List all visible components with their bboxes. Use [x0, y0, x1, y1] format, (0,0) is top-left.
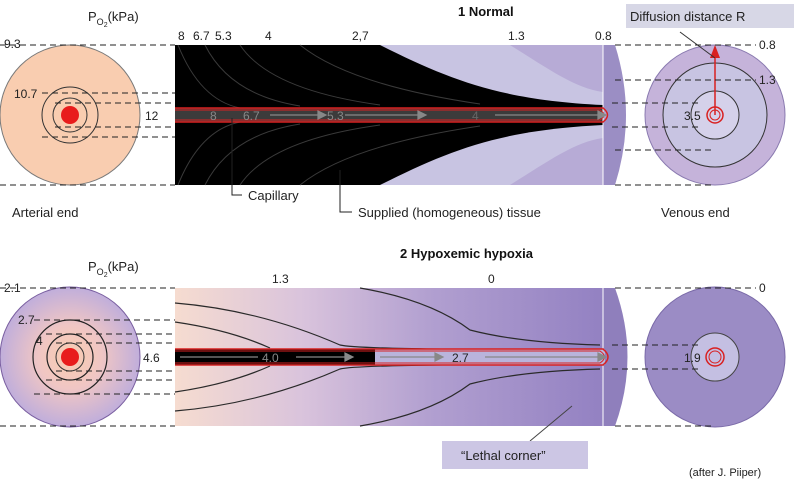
capillary-label: Capillary — [248, 188, 299, 203]
tissue-label: Supplied (homogeneous) tissue — [358, 205, 541, 220]
normal-cap-value-1: 12 — [145, 109, 159, 123]
hypoxia-cap-value-3: 2.7 — [452, 351, 469, 365]
hypoxia-scale-2: 0 — [488, 272, 495, 286]
normal-arterial-value-1: 9.3 — [4, 37, 21, 51]
normal-scale-3: 5.3 — [215, 29, 232, 43]
hypoxia-po2-axis-title: PO2(kPa) — [88, 259, 139, 279]
hypoxia-endcap — [603, 288, 628, 426]
normal-scale-2: 6.7 — [193, 29, 210, 43]
normal-panel: 1 Normal PO2(kPa) 9.3 10.7 8 6.7 5.3 4 2… — [0, 4, 794, 220]
normal-scale-4: 4 — [265, 29, 272, 43]
arterial-end-label: Arterial end — [12, 205, 78, 220]
hypoxia-arterial-value-3: 4 — [36, 334, 43, 348]
hypoxia-flow-arrows — [180, 352, 608, 362]
credit-note: (after J. Piiper) — [689, 467, 761, 479]
tissue-callout — [339, 170, 352, 213]
normal-cap-value-2: 8 — [210, 109, 217, 123]
hypoxia-cap-value-1: 4.6 — [143, 351, 160, 365]
lethal-corner-label: “Lethal corner” — [461, 448, 546, 463]
normal-arterial-ring-outer — [41, 86, 99, 144]
normal-tissue-mid-lower — [510, 138, 603, 185]
hypoxia-venous-ring — [690, 332, 740, 382]
normal-scale-7: 0.8 — [595, 29, 612, 43]
normal-cap-value-5: 4 — [472, 109, 479, 123]
hypoxia-arterial-value-2: 2.7 — [18, 313, 35, 327]
hypoxia-venous-value: 1.9 — [684, 351, 701, 365]
hypoxia-capillary — [175, 348, 609, 366]
normal-arterial-red-dot — [61, 106, 79, 124]
normal-scale-1: 8 — [178, 29, 185, 43]
normal-flow-arrows — [270, 110, 608, 120]
venous-end-label: Venous end — [661, 205, 730, 220]
hypoxia-panel: 2 Hypoxemic hypoxia PO2(kPa) 2.1 2.7 4 1… — [0, 246, 786, 469]
normal-title: 1 Normal — [458, 4, 514, 19]
normal-arterial-ring-inner — [52, 97, 88, 133]
hypoxia-right-value: 0 — [759, 281, 766, 295]
hypoxia-dashed-lines — [0, 287, 756, 427]
hypoxia-capillary-black — [175, 349, 375, 365]
capillary-callout — [231, 118, 242, 196]
diffusion-distance-label: Diffusion distance R — [630, 9, 745, 24]
hypoxia-title: 2 Hypoxemic hypoxia — [400, 246, 534, 261]
diffusion-label-box — [626, 4, 794, 28]
hypoxia-scale-1: 1.3 — [272, 272, 289, 286]
normal-cap-value-4: 5.3 — [327, 109, 344, 123]
normal-venous-value: 3.5 — [684, 109, 701, 123]
normal-scale-6: 1.3 — [508, 29, 525, 43]
diffusion-arrow-head — [710, 45, 720, 58]
hypoxia-venous-capillary — [705, 347, 725, 367]
lethal-corner-box — [442, 441, 588, 469]
normal-po2-axis-title: PO2(kPa) — [88, 9, 139, 29]
hypoxia-arterial-value-1: 2.1 — [4, 281, 21, 295]
normal-arterial-value-2: 10.7 — [14, 87, 38, 101]
normal-right-value-1: 0.8 — [759, 38, 776, 52]
hypoxia-cap-value-2: 4.0 — [262, 351, 279, 365]
normal-cap-value-3: 6.7 — [243, 109, 260, 123]
normal-right-value-2: 1.3 — [759, 73, 776, 87]
normal-tissue-mid-upper — [510, 45, 603, 92]
normal-scale-5: 2,7 — [352, 29, 369, 43]
normal-dashed-lines — [0, 44, 756, 186]
hypoxia-arterial-red-dot — [61, 348, 79, 366]
lethal-corner-leader — [529, 405, 573, 442]
hypoxia-venous-capillary-inner — [708, 350, 722, 364]
